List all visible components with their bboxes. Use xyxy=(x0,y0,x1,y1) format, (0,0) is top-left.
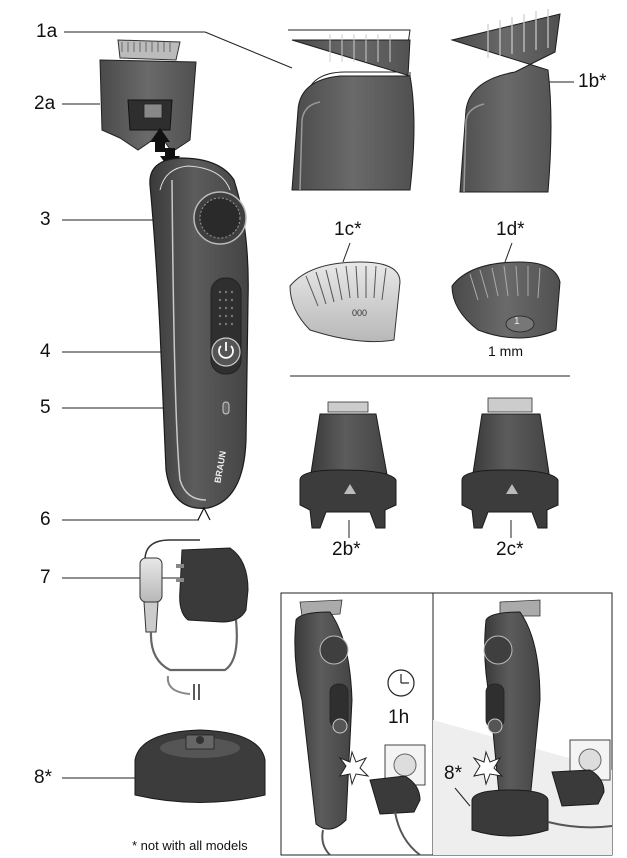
clock-icon xyxy=(387,669,415,697)
leader-lines xyxy=(62,31,574,779)
label-2a: 2a xyxy=(34,93,56,114)
charger-7 xyxy=(139,539,249,700)
panel-trimmer-left xyxy=(294,599,353,856)
wall-socket-left xyxy=(369,744,426,856)
label-6: 6 xyxy=(40,509,51,530)
arrow-up-icon xyxy=(150,128,170,152)
label-2c: 2c* xyxy=(496,539,524,560)
comb-1d-number: 1 xyxy=(514,316,520,327)
spark-icon xyxy=(472,750,504,786)
charging-stand-8 xyxy=(134,729,266,803)
spark-icon xyxy=(338,750,370,786)
label-8-panel: 8* xyxy=(444,763,462,784)
label-1d: 1d* xyxy=(496,219,525,240)
label-1a: 1a xyxy=(36,21,58,42)
wall-socket-right xyxy=(454,739,613,829)
label-1c: 1c* xyxy=(334,219,362,240)
comb-1d xyxy=(451,261,561,339)
attachment-2c xyxy=(461,397,559,529)
label-4: 4 xyxy=(40,341,51,362)
trimmer-body xyxy=(149,157,249,509)
label-8: 8* xyxy=(34,767,52,788)
comb-1a xyxy=(288,29,415,191)
charge-port-arrow-icon xyxy=(197,506,211,521)
label-1b: 1b* xyxy=(578,71,607,92)
attachment-2b xyxy=(299,401,397,529)
label-3: 3 xyxy=(40,209,51,230)
charge-time: 1h xyxy=(388,707,410,728)
comb-1c xyxy=(289,261,401,343)
attachment-2a xyxy=(99,39,197,153)
comb-1c-text: 000 xyxy=(352,308,368,318)
power-icon xyxy=(218,342,234,359)
label-5: 5 xyxy=(40,397,51,418)
label-2b: 2b* xyxy=(332,539,361,560)
comb-1b xyxy=(450,9,561,193)
footnote: * not with all models xyxy=(132,838,248,853)
comb-1d-setting: 1 mm xyxy=(488,343,523,359)
label-7: 7 xyxy=(40,567,51,588)
